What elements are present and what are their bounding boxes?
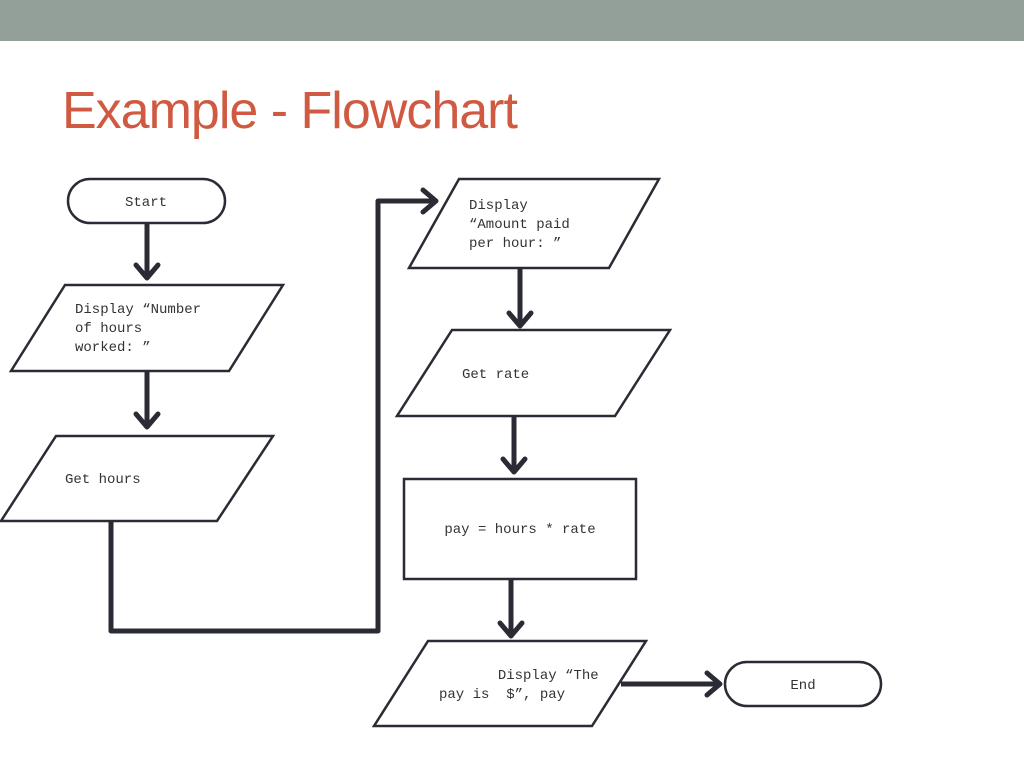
start-terminator-shape <box>66 177 227 225</box>
connectors <box>108 187 723 698</box>
arrowhead-icon <box>500 456 528 475</box>
node-display-hours-prompt: Display “Number of hours worked: ” <box>8 283 286 373</box>
display-hours-prompt-label: Display “Number of hours worked: ” <box>75 302 209 356</box>
end-label: End <box>790 678 815 694</box>
arrowhead-icon <box>497 620 525 639</box>
node-get-hours: Get hours <box>0 434 276 523</box>
arrowhead-icon <box>704 670 723 698</box>
get-rate-shape <box>394 328 673 418</box>
compute-pay-process-shape <box>402 477 638 581</box>
arrowhead-icon <box>506 310 534 329</box>
display-pay-label: Display “The pay is $”, pay <box>439 668 657 703</box>
display-hours-prompt-shape <box>8 283 286 373</box>
display-pay-shape <box>371 639 649 728</box>
arrowhead-icon <box>133 262 161 281</box>
start-label: Start <box>125 195 167 211</box>
node-end: End <box>723 660 883 708</box>
node-display-rate-prompt: Display “Amount paid per hour: ” <box>406 177 662 270</box>
header-bar <box>0 0 1024 41</box>
slide-title: Example - Flowchart <box>62 82 518 140</box>
compute-pay-label: pay = hours * rate <box>444 522 595 538</box>
get-rate-label: Get rate <box>462 367 529 383</box>
get-hours-shape <box>0 434 276 523</box>
arrowhead-icon <box>133 411 161 430</box>
node-display-pay: Display “The pay is $”, pay <box>371 639 657 728</box>
connector-get-hours-to-display-rate <box>108 198 436 634</box>
node-start: Start <box>66 177 227 225</box>
node-get-rate: Get rate <box>394 328 673 418</box>
get-hours-label: Get hours <box>65 472 141 488</box>
node-compute-pay: pay = hours * rate <box>402 477 638 581</box>
display-rate-prompt-shape <box>406 177 662 270</box>
end-terminator-shape <box>723 660 883 708</box>
arrowhead-icon <box>420 187 439 215</box>
display-rate-prompt-label: Display “Amount paid per hour: ” <box>469 198 578 252</box>
